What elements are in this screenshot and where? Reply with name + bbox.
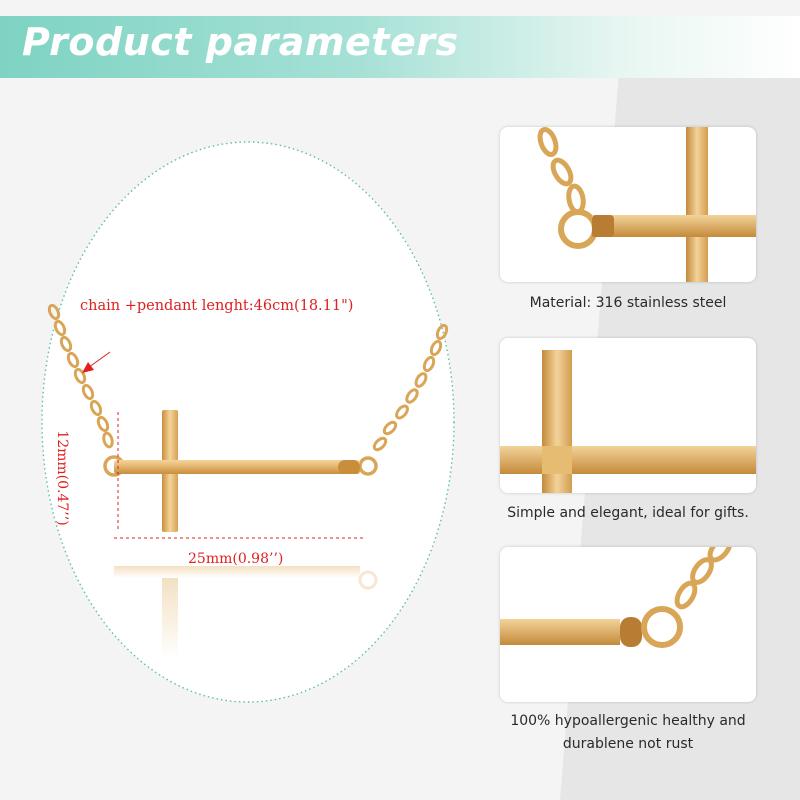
feature-photo-design bbox=[500, 338, 756, 493]
header-banner: Product parameters bbox=[0, 16, 800, 78]
dimension-lines bbox=[82, 351, 364, 539]
pendant-reflection bbox=[114, 566, 378, 658]
pendant-height-text: 12mm(0.47’’) bbox=[54, 430, 70, 526]
pendant-width-label: 25mm(0.98’’) bbox=[188, 551, 284, 567]
caption-material: Material: 316 stainless steel bbox=[529, 295, 727, 311]
main-product-photo bbox=[41, 141, 455, 703]
right-chain bbox=[358, 323, 449, 476]
feature-photo-durability bbox=[500, 547, 756, 702]
cross-pendant bbox=[114, 410, 360, 532]
caption-durability: 100% hypoallergenic healthy and durablen… bbox=[510, 713, 746, 752]
caption-design: Simple and elegant, ideal for gifts. bbox=[507, 505, 749, 521]
chain-length-label: chain +pendant lenght:46cm(18.11") bbox=[80, 298, 354, 314]
page-title: Product parameters bbox=[22, 20, 459, 64]
feature-photo-material bbox=[500, 127, 756, 282]
oval-frame bbox=[41, 141, 455, 703]
